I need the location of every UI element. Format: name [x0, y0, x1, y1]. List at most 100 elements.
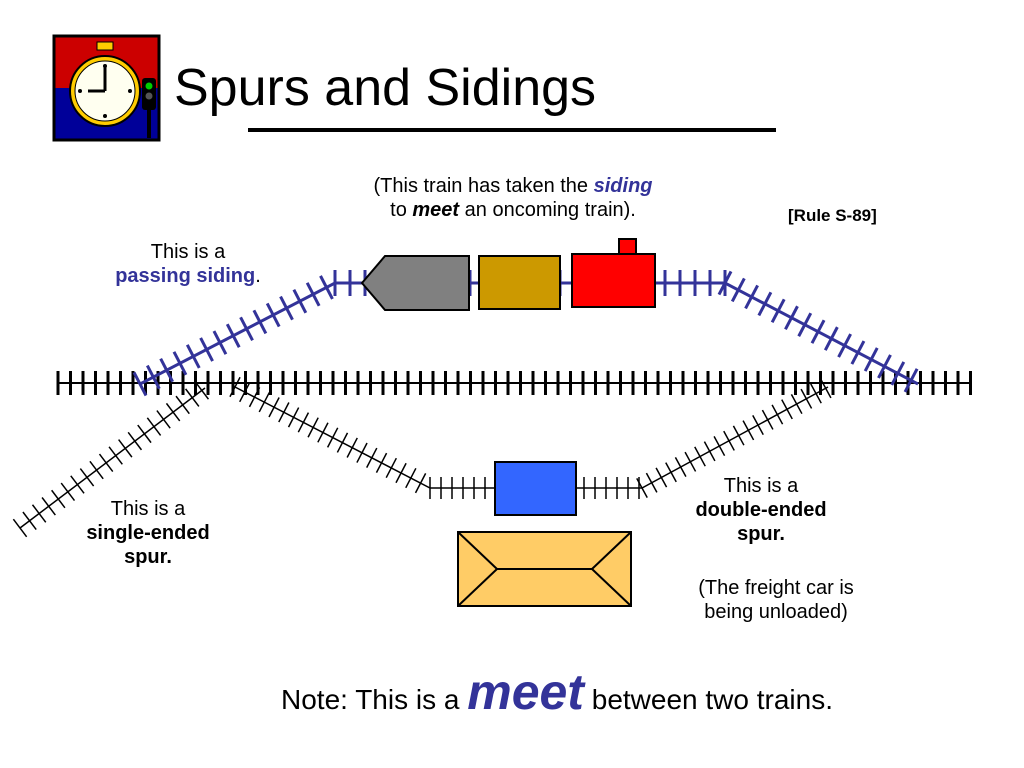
track-tie [258, 392, 271, 413]
engine [571, 253, 656, 308]
caboose [360, 255, 470, 311]
track-tie [877, 354, 892, 379]
track-tie [665, 462, 677, 483]
track-tie [703, 441, 716, 462]
track-tie [118, 439, 133, 458]
track-tie [850, 340, 866, 365]
track-tie [781, 399, 793, 420]
track-tie [185, 344, 201, 369]
track-tie [732, 425, 745, 446]
siding-note-line2: to meet an oncoming train). [390, 199, 636, 221]
track-tie [317, 422, 329, 443]
track-tie [252, 309, 268, 335]
track-tie [307, 417, 319, 438]
main-line-track [56, 371, 972, 395]
siding-term: siding [593, 175, 653, 197]
track-tie [356, 442, 368, 463]
siding-note-line1: (This train has taken the siding [373, 175, 653, 197]
engine-stack [618, 238, 637, 255]
unloading-platform [457, 531, 632, 607]
track-tie [156, 410, 171, 429]
track-tie [239, 316, 254, 342]
track-tie [194, 381, 210, 400]
passing-siding-term: passing siding [115, 265, 256, 287]
track-tie [70, 475, 85, 494]
track-tie [292, 288, 308, 314]
track-tie [287, 407, 300, 428]
track-tie [744, 284, 759, 310]
track-tie [694, 446, 706, 467]
track-tie [98, 453, 114, 473]
track-tie [41, 497, 56, 516]
track-tie [268, 397, 280, 418]
track-tie [784, 305, 799, 330]
track-tie [366, 447, 378, 468]
meet-emphasis: meet [467, 664, 584, 720]
track-tie [346, 437, 358, 458]
track-tie [810, 383, 822, 404]
track-tie [797, 312, 813, 337]
track-tie [405, 467, 417, 489]
track-tie [127, 431, 143, 451]
pocket-watch-icon [69, 41, 141, 127]
track-tie [279, 295, 294, 321]
track-tie [132, 371, 148, 397]
bottom-note: Note: This is a meet between two trains. [281, 664, 833, 720]
track-tie [60, 482, 76, 502]
track-tie [375, 452, 388, 473]
track-tie [655, 467, 668, 488]
train-on-siding [360, 238, 656, 311]
single-ended-spur-track [12, 381, 210, 538]
track-tie [636, 477, 648, 499]
rule-reference: [Rule S-89] [788, 206, 877, 225]
track-tie [645, 472, 658, 493]
track-tie [790, 393, 803, 415]
title-underline [248, 128, 776, 132]
track-tie [265, 302, 281, 328]
track-tie [326, 427, 339, 448]
track-tie [278, 402, 290, 423]
track-tie [713, 435, 726, 457]
track-tie [890, 361, 906, 386]
track-tie [674, 456, 687, 478]
track-tie [837, 333, 852, 358]
page-title: Spurs and Sidings [174, 59, 597, 117]
track-tie [742, 420, 755, 441]
track-tie [823, 326, 839, 351]
track-tie [752, 414, 764, 436]
track-tie [730, 277, 746, 303]
track-tie [51, 489, 66, 509]
track-tie [336, 432, 349, 453]
track-tie [770, 298, 786, 324]
track-tie [199, 337, 214, 362]
track-tie [165, 402, 181, 422]
track-tie [723, 430, 735, 451]
track-tie [175, 395, 190, 415]
track-tie [717, 270, 733, 296]
track-tie [239, 381, 251, 403]
track-tie [146, 417, 162, 436]
track-tie [137, 424, 152, 444]
siding-note: (This train has taken the siding to meet… [326, 174, 700, 222]
track-tie [903, 368, 919, 393]
track-tie [757, 291, 773, 317]
track-tie [248, 387, 261, 408]
railway-signal-icon [142, 78, 156, 138]
track-tie [79, 468, 95, 487]
track-tie [385, 457, 398, 479]
track-tie [771, 404, 784, 425]
track-tie [229, 376, 241, 398]
single-ended-spur-label: This is a single-ended spur. [86, 498, 210, 568]
track-tie [22, 511, 37, 530]
track-tie [31, 504, 47, 523]
track-tie [159, 357, 174, 383]
track-tie [185, 388, 200, 407]
track-tie [172, 351, 188, 376]
meet-term: meet [412, 199, 460, 221]
passing-siding-label: This is a passing siding. [115, 241, 261, 287]
track-tie [319, 275, 334, 300]
track-tie [297, 412, 310, 433]
logo-border [52, 34, 161, 142]
logo [52, 34, 161, 142]
